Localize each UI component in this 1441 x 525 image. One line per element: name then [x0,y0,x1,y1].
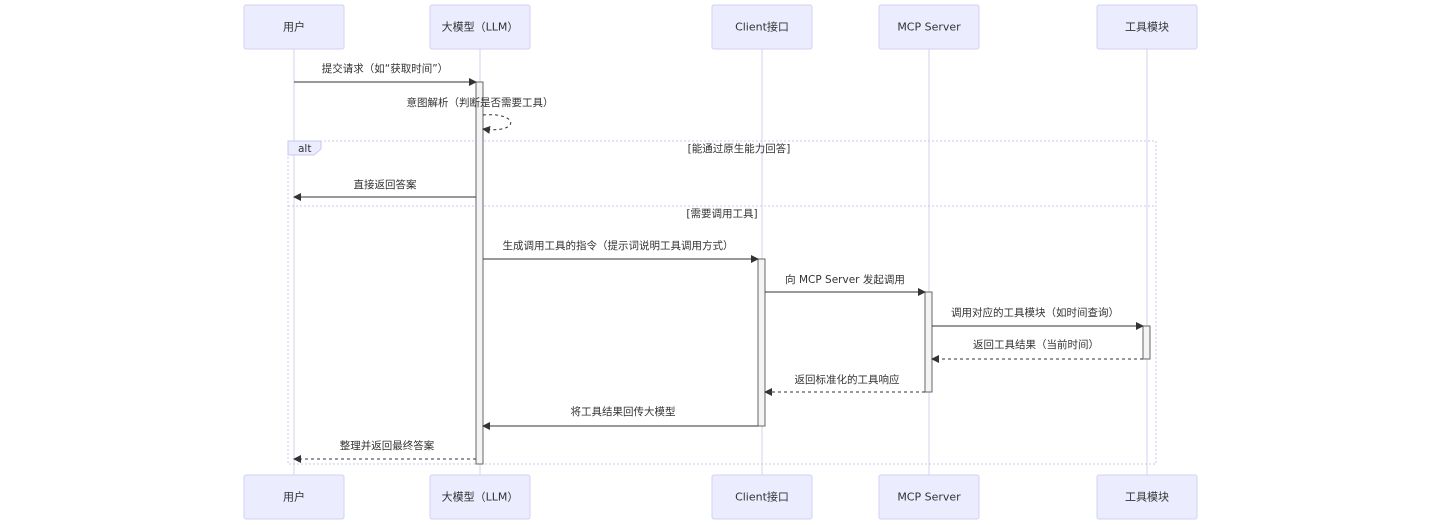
actor-bottom-tool: 工具模块 [1096,474,1198,520]
activation-client [757,258,766,427]
actor-label: 工具模块 [1125,21,1169,34]
message-label-m6: 调用对应的工具模块（如时间查询） [951,306,1119,319]
alt-tab [287,140,322,156]
message-label-m1: 提交请求（如“获取时间”） [322,62,448,75]
actor-top-tool: 工具模块 [1096,4,1198,50]
actor-label: 用户 [283,20,305,34]
message-label-m3: 直接返回答案 [354,178,417,191]
activation-mcp [924,291,933,393]
activation-llm [475,81,484,465]
actor-top-mcp: MCP Server [878,4,980,50]
message-label-m2: 意图解析（判断是否需要工具） [407,96,554,109]
message-label-m8: 返回标准化的工具响应 [795,373,900,386]
actor-bottom-mcp: MCP Server [878,474,980,520]
actor-label: MCP Server [897,21,961,34]
alt-keyword: alt [298,143,311,155]
actor-bottom-client: Client接口 [711,474,813,520]
message-label-m10: 整理并返回最终答案 [340,439,435,452]
actor-label: Client接口 [735,21,789,34]
actor-label: 工具模块 [1125,491,1169,504]
actor-top-llm: 大模型（LLM） [429,4,531,50]
actor-bottom-user: 用户 [243,474,345,520]
actor-label: 大模型（LLM） [442,490,519,504]
actor-label: 用户 [283,490,305,504]
message-label-m5: 向 MCP Server 发起调用 [785,273,905,286]
message-label-m4: 生成调用工具的指令（提示词说明工具调用方式） [503,239,734,252]
alt-condition-1: [能通过原生能力回答] [688,142,791,155]
activation-tool [1142,325,1151,360]
message-label-m7: 返回工具结果（当前时间） [973,338,1099,351]
message-arrow-m2 [482,114,512,134]
actor-label: Client接口 [735,491,789,504]
actor-top-client: Client接口 [711,4,813,50]
actor-bottom-llm: 大模型（LLM） [429,474,531,520]
alt-condition-2: [需要调用工具] [686,208,757,220]
message-label-m9: 将工具结果回传大模型 [571,405,676,418]
actor-top-user: 用户 [243,4,345,50]
actor-label: MCP Server [897,491,961,504]
alt-frame [287,140,1157,465]
actor-label: 大模型（LLM） [442,20,519,34]
